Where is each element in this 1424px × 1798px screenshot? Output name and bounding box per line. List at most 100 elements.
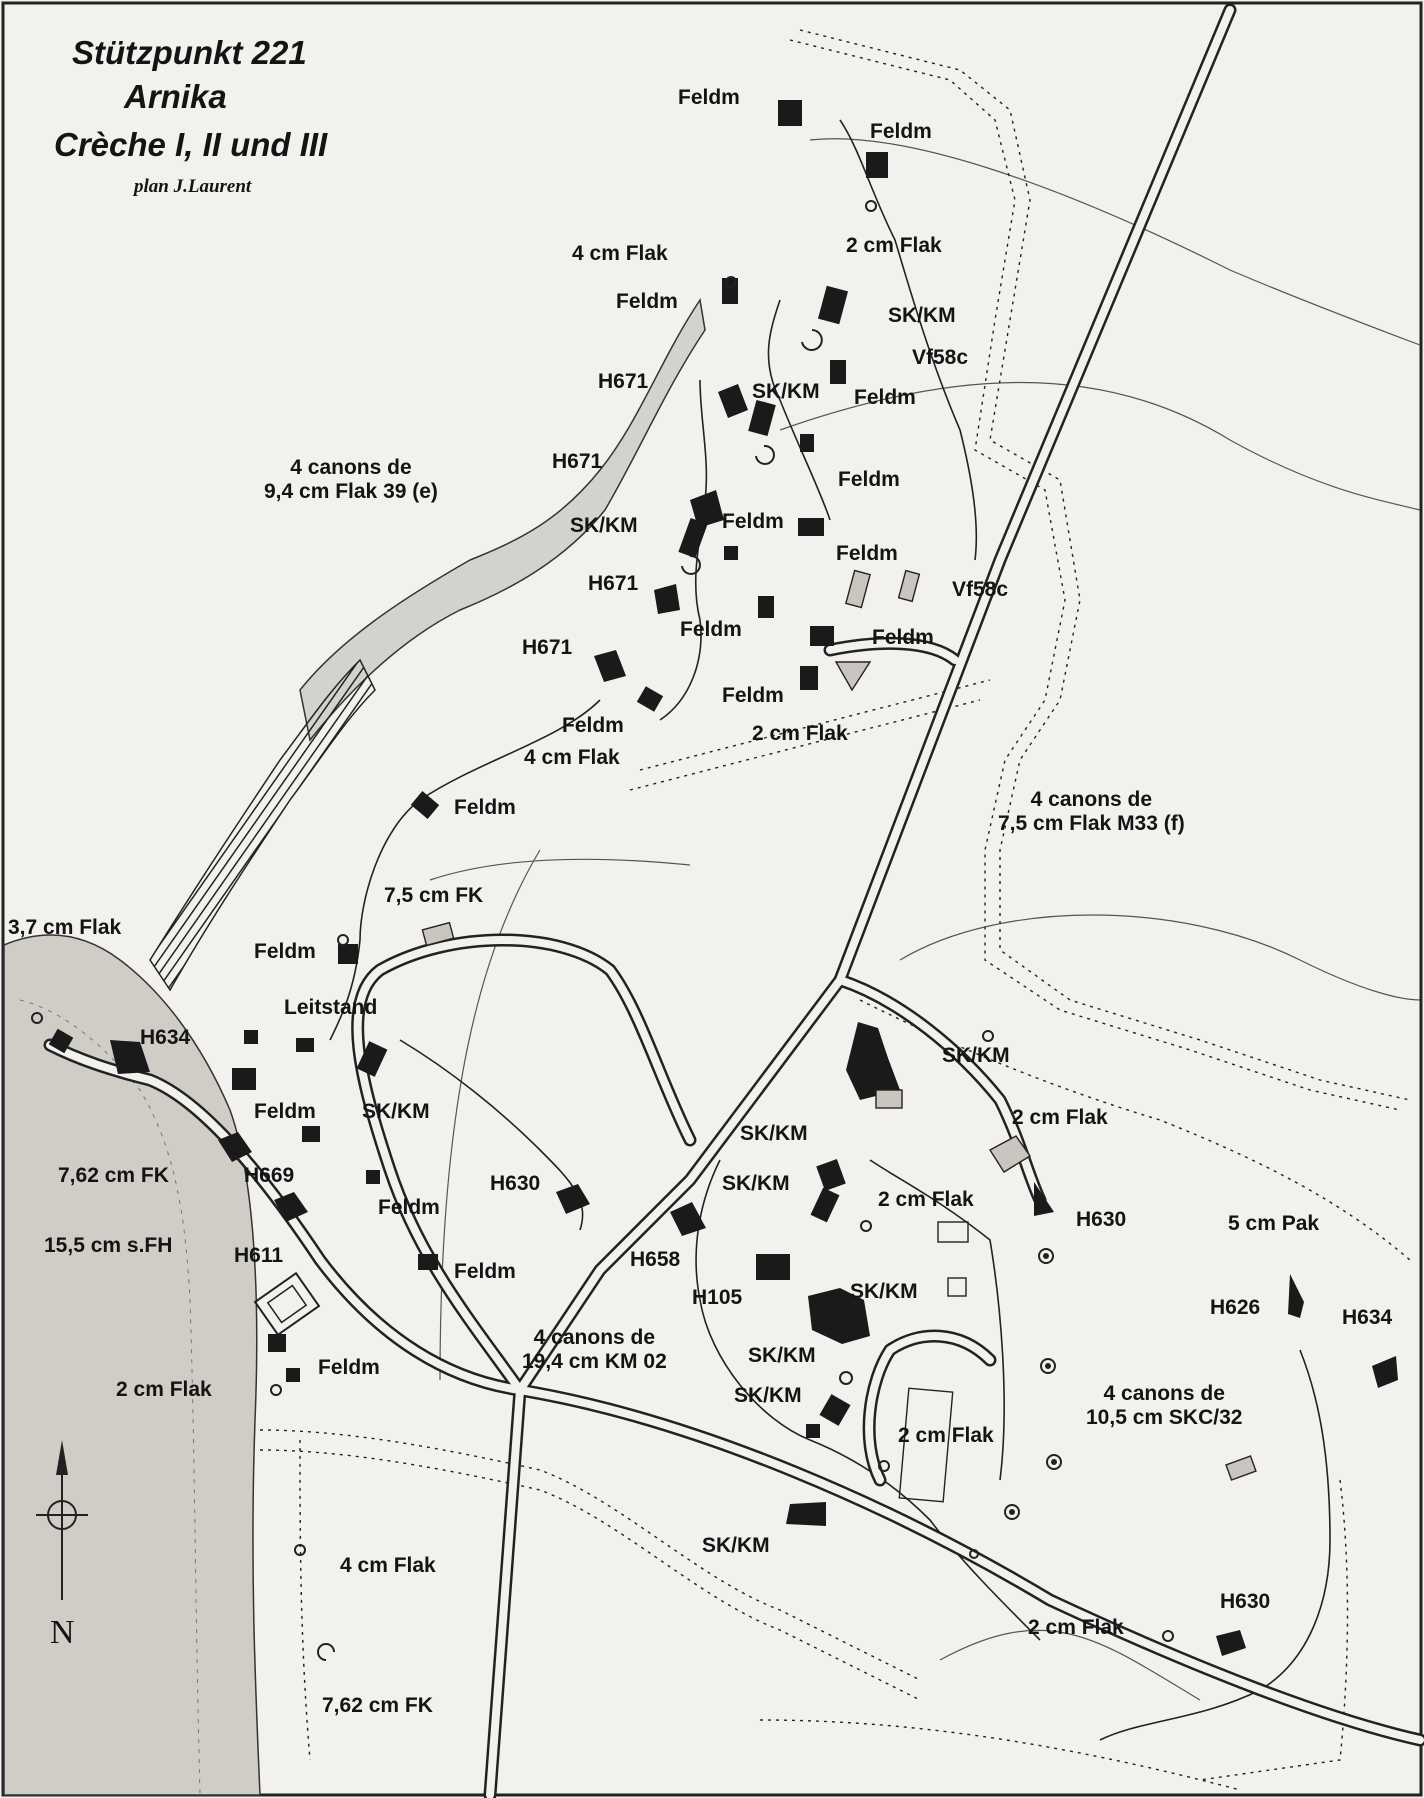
label-sk-km: SK/KM xyxy=(942,1044,1010,1067)
label-194cm-canons-line1: 4 canons de xyxy=(533,1326,656,1349)
map-subtitle-sites: Crèche I, II und III xyxy=(54,126,328,163)
north-letter: N xyxy=(50,1614,75,1651)
bunker xyxy=(286,1368,300,1382)
label-4cm-flak: 4 cm Flak xyxy=(524,746,620,769)
label-leitstand: Leitstand xyxy=(284,996,378,1019)
label-75cm-canons: 4 canons de 7,5 cm Flak M33 (f) xyxy=(998,788,1185,836)
label-feldm: Feldm xyxy=(872,626,934,649)
label-762cm-fk: 7,62 cm FK xyxy=(58,1164,169,1187)
label-194cm-canons: 4 canons de 19,4 cm KM 02 xyxy=(522,1326,667,1374)
label-feldm: Feldm xyxy=(562,714,624,737)
label-feldm: Feldm xyxy=(854,386,916,409)
bunker xyxy=(810,626,834,646)
label-h671: H671 xyxy=(588,572,639,595)
label-sk-km: SK/KM xyxy=(734,1384,802,1407)
label-sk-km: SK/KM xyxy=(850,1280,918,1303)
coastline xyxy=(3,298,706,1796)
buildings xyxy=(421,569,1257,1503)
label-feldm: Feldm xyxy=(318,1356,380,1379)
label-194cm-canons-line2: 19,4 cm KM 02 xyxy=(522,1350,667,1374)
label-h611: H611 xyxy=(234,1244,284,1267)
roads xyxy=(43,3,1424,1798)
label-2cm-flak: 2 cm Flak xyxy=(846,234,942,257)
label-feldm: Feldm xyxy=(254,1100,316,1123)
bunker xyxy=(819,1394,851,1426)
bunker xyxy=(410,791,440,819)
bunker xyxy=(556,1184,590,1214)
label-37cm-flak: 3,7 cm Flak xyxy=(8,916,122,939)
label-h630: H630 xyxy=(490,1172,541,1195)
bunker xyxy=(800,666,818,690)
label-sk-km: SK/KM xyxy=(888,304,956,327)
label-h669: H669 xyxy=(244,1164,295,1187)
map-title: Stützpunkt 221 xyxy=(72,34,307,71)
bunker xyxy=(244,1030,258,1044)
map-subtitle: Arnika xyxy=(124,78,227,115)
north-arrow-icon xyxy=(36,1440,88,1600)
bunker xyxy=(1372,1356,1398,1388)
bunker xyxy=(846,1022,900,1100)
label-feldm: Feldm xyxy=(870,120,932,143)
label-sk-km: SK/KM xyxy=(570,514,638,537)
bunker xyxy=(366,1170,380,1184)
bunker xyxy=(830,360,846,384)
label-feldm: Feldm xyxy=(454,796,516,819)
label-feldm: Feldm xyxy=(454,1260,516,1283)
bunker xyxy=(724,546,738,560)
label-sk-km: SK/KM xyxy=(702,1534,770,1557)
label-2cm-flak: 2 cm Flak xyxy=(878,1188,974,1211)
label-feldm: Feldm xyxy=(680,618,742,641)
bunker xyxy=(778,100,802,126)
bunker xyxy=(418,1254,438,1270)
label-762cm-fk: 7,62 cm FK xyxy=(322,1694,433,1717)
label-75cm-fk: 7,5 cm FK xyxy=(384,884,484,907)
label-sk-km: SK/KM xyxy=(722,1172,790,1195)
bunker xyxy=(274,1192,308,1222)
label-h671: H671 xyxy=(598,370,649,393)
label-feldm: Feldm xyxy=(722,684,784,707)
label-feldm: Feldm xyxy=(678,86,740,109)
label-h634: H634 xyxy=(1342,1306,1393,1329)
map-author: plan J.Laurent xyxy=(134,176,252,197)
label-h630: H630 xyxy=(1076,1208,1127,1231)
label-4cm-flak: 4 cm Flak xyxy=(340,1554,436,1577)
label-94cm-canons-line2: 9,4 cm Flak 39 (e) xyxy=(264,480,438,504)
bunker xyxy=(756,1254,790,1280)
bunker xyxy=(110,1040,150,1074)
bunker xyxy=(296,1038,314,1052)
label-h671: H671 xyxy=(522,636,573,659)
bunker xyxy=(670,1202,706,1236)
label-h630: H630 xyxy=(1220,1590,1271,1613)
label-4cm-flak: 4 cm Flak xyxy=(572,242,668,265)
bunker xyxy=(302,1126,320,1142)
label-feldm: Feldm xyxy=(722,510,784,533)
bunker xyxy=(798,518,824,536)
label-h634: H634 xyxy=(140,1026,191,1049)
label-sk-km: SK/KM xyxy=(362,1100,430,1123)
label-h658: H658 xyxy=(630,1248,681,1271)
bunker xyxy=(806,1424,820,1438)
h611-enclosure xyxy=(253,1271,321,1337)
bunker xyxy=(594,650,626,682)
bunker xyxy=(690,490,724,528)
label-2cm-flak: 2 cm Flak xyxy=(1028,1616,1124,1639)
label-105cm-canons: 4 canons de 10,5 cm SKC/32 xyxy=(1086,1382,1242,1430)
label-105cm-canons-line2: 10,5 cm SKC/32 xyxy=(1086,1406,1243,1430)
bunker xyxy=(718,384,748,418)
bunker xyxy=(786,1502,826,1526)
bunker xyxy=(268,1334,286,1352)
bunker xyxy=(356,1041,388,1077)
bunker xyxy=(808,1288,870,1344)
label-vf58c: Vf58c xyxy=(912,346,969,369)
bunker xyxy=(800,434,814,452)
bunkers xyxy=(48,100,1398,1656)
label-5cm-pak: 5 cm Pak xyxy=(1228,1212,1320,1235)
bunker xyxy=(817,285,849,325)
label-2cm-flak: 2 cm Flak xyxy=(898,1424,994,1447)
label-feldm: Feldm xyxy=(378,1196,440,1219)
label-94cm-canons-line1: 4 canons de xyxy=(290,456,412,479)
label-sk-km: SK/KM xyxy=(740,1122,808,1145)
label-sk-km: SK/KM xyxy=(752,380,820,403)
